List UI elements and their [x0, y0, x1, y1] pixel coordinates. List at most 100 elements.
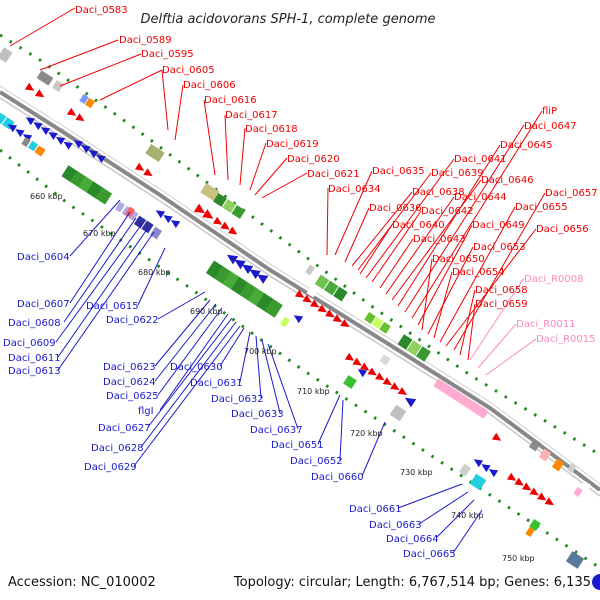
- gene-label[interactable]: Daci_0615: [86, 301, 139, 312]
- rna-label[interactable]: Daci_R0008: [524, 274, 584, 285]
- gene-label[interactable]: Daci_0617: [225, 110, 278, 121]
- gene-block: [21, 137, 31, 147]
- leader-line: [261, 172, 308, 199]
- gene-label[interactable]: Daci_0639: [431, 168, 484, 179]
- gene-block: [551, 458, 565, 472]
- gene-arrow: [75, 113, 85, 122]
- gene-arrow: [481, 464, 491, 473]
- gene-arrow: [40, 127, 51, 136]
- leader-line: [249, 142, 267, 191]
- gene-label[interactable]: Daci_0654: [452, 267, 505, 278]
- gene-label[interactable]: Daci_0618: [245, 124, 298, 135]
- gene-label[interactable]: Daci_0655: [515, 202, 568, 213]
- gene-label[interactable]: Daci_0619: [266, 139, 319, 150]
- gene-arrow: [66, 107, 77, 116]
- gene-label[interactable]: flgI: [138, 406, 154, 417]
- gene-label[interactable]: Daci_0645: [500, 140, 553, 151]
- gene-label[interactable]: Daci_0628: [91, 443, 144, 454]
- leader-line: [359, 224, 393, 275]
- gene-label[interactable]: Daci_0611: [8, 353, 61, 364]
- gene-arrow: [227, 226, 238, 235]
- gene-label[interactable]: Daci_0613: [8, 366, 61, 377]
- rna-labels: Daci_R0008 Daci_R0011 Daci_R0015: [516, 274, 596, 345]
- kbp-ticks: 660 kbp 670 kbp 680 kbp 690 kbp 700 kbp …: [30, 192, 535, 563]
- gene-label[interactable]: Daci_0649: [472, 220, 525, 231]
- gene-label[interactable]: Daci_0604: [17, 252, 70, 263]
- gene-label[interactable]: Daci_0632: [211, 394, 264, 405]
- gene-label[interactable]: Daci_0609: [3, 338, 56, 349]
- gene-block: [231, 276, 250, 296]
- gene-label[interactable]: Daci_0658: [475, 285, 528, 296]
- gene-label[interactable]: Daci_0636: [369, 203, 422, 214]
- gene-block: [406, 340, 422, 356]
- gene-label[interactable]: Daci_0647: [524, 121, 577, 132]
- gene-label[interactable]: Daci_0663: [369, 520, 422, 531]
- gene-label[interactable]: Daci_0657: [545, 188, 598, 199]
- leader-line: [417, 224, 473, 326]
- gene-label[interactable]: Daci_0627: [98, 423, 151, 434]
- gene-label[interactable]: Daci_0650: [432, 254, 485, 265]
- gene-label[interactable]: Daci_0616: [204, 95, 257, 106]
- gene-label[interactable]: Daci_0620: [287, 154, 340, 165]
- gene-arrow: [390, 382, 400, 391]
- gene-arrow: [193, 203, 206, 214]
- gene-arrow: [55, 136, 66, 145]
- gene-arrow: [514, 477, 524, 486]
- gene-label[interactable]: Daci_0640: [392, 220, 445, 231]
- gene-label[interactable]: Daci_0652: [290, 456, 343, 467]
- gene-label[interactable]: Daci_0665: [403, 549, 456, 560]
- top-strand-labels: Daci_0583 Daci_0589 Daci_0595 Daci_0605 …: [75, 5, 598, 310]
- gene-label[interactable]: Daci_0625: [106, 391, 159, 402]
- leader-line: [140, 321, 237, 448]
- gene-label[interactable]: Daci_0651: [271, 440, 324, 451]
- gene-label[interactable]: Daci_0641: [454, 154, 507, 165]
- gene-label[interactable]: Daci_0623: [103, 362, 156, 373]
- leader-line: [385, 196, 455, 295]
- gene-label[interactable]: Daci_0659: [475, 299, 528, 310]
- gene-label[interactable]: Daci_0656: [536, 224, 589, 235]
- genome-backbone: [0, 85, 600, 497]
- gene-arrow: [404, 397, 417, 408]
- gene-label[interactable]: Daci_0595: [141, 49, 194, 60]
- gene-label[interactable]: Daci_0583: [75, 5, 128, 16]
- gene-label[interactable]: Daci_0607: [17, 299, 70, 310]
- gene-label[interactable]: Daci_0621: [307, 169, 360, 180]
- leader-line: [411, 110, 543, 319]
- gene-label[interactable]: Daci_0635: [372, 166, 425, 177]
- leader-line: [391, 179, 482, 301]
- rna-label[interactable]: Daci_R0015: [536, 334, 596, 345]
- gene-label[interactable]: Daci_0605: [162, 65, 215, 76]
- gene-label[interactable]: Daci_0633: [231, 409, 284, 420]
- gene-label[interactable]: Daci_0642: [421, 206, 474, 217]
- gene-label[interactable]: Daci_0644: [454, 192, 507, 203]
- gene-label[interactable]: Daci_0643: [413, 234, 466, 245]
- gene-label[interactable]: Daci_0589: [119, 35, 172, 46]
- gene-block: [247, 287, 267, 307]
- gene-label[interactable]: Daci_0608: [8, 318, 61, 329]
- gene-label[interactable]: Daci_0630: [170, 362, 223, 373]
- gene-block: [379, 354, 391, 366]
- leader-line: [239, 127, 246, 186]
- gene-block: [239, 282, 258, 302]
- gene-label[interactable]: Daci_0637: [250, 425, 303, 436]
- gene-label[interactable]: Daci_0629: [84, 462, 137, 473]
- gene-arrow: [309, 299, 320, 308]
- gene-label[interactable]: Daci_0622: [106, 315, 159, 326]
- gene-block: [475, 405, 489, 419]
- gene-label[interactable]: Daci_0631: [190, 378, 243, 389]
- gene-label[interactable]: Daci_0646: [481, 175, 534, 186]
- gene-label[interactable]: Daci_0660: [311, 472, 364, 483]
- gene-arrow: [488, 469, 499, 478]
- gene-label[interactable]: Daci_0653: [473, 242, 526, 253]
- rna-label[interactable]: Daci_R0011: [516, 319, 576, 330]
- gene-label[interactable]: Daci_0624: [103, 377, 156, 388]
- gene-label[interactable]: Daci_0664: [386, 534, 439, 545]
- gene-block: [333, 286, 348, 302]
- gene-label[interactable]: Daci_0638: [412, 187, 465, 198]
- gene-arrow: [340, 319, 350, 328]
- gene-label[interactable]: Daci_0661: [349, 504, 402, 515]
- gene-block: [565, 551, 585, 569]
- gene-label[interactable]: Daci_0634: [328, 184, 381, 195]
- gene-label[interactable]: fliP: [542, 106, 557, 117]
- gene-label[interactable]: Daci_0606: [183, 80, 236, 91]
